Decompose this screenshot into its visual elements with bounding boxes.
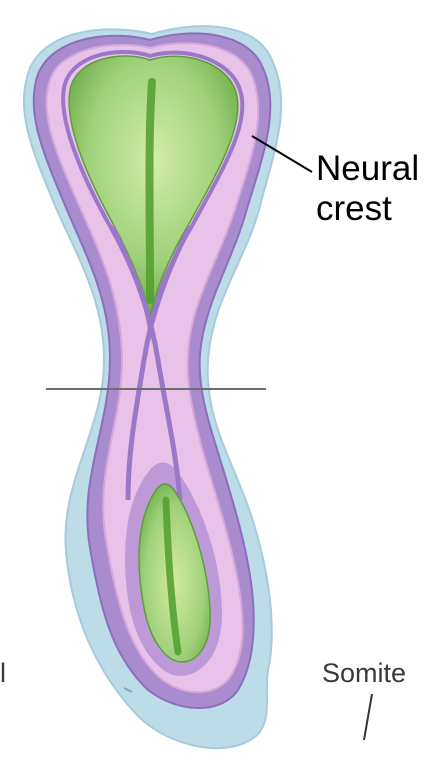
neural-groove-upper	[150, 82, 153, 300]
neural-crest-label-line1: Neural	[316, 149, 419, 189]
neural-crest-label: Neural crest	[316, 149, 419, 229]
somite-leader	[364, 694, 372, 740]
left-cut-label: l	[0, 658, 6, 688]
neural-crest-label-line2: crest	[316, 189, 419, 229]
somite-label: Somite	[322, 658, 406, 688]
